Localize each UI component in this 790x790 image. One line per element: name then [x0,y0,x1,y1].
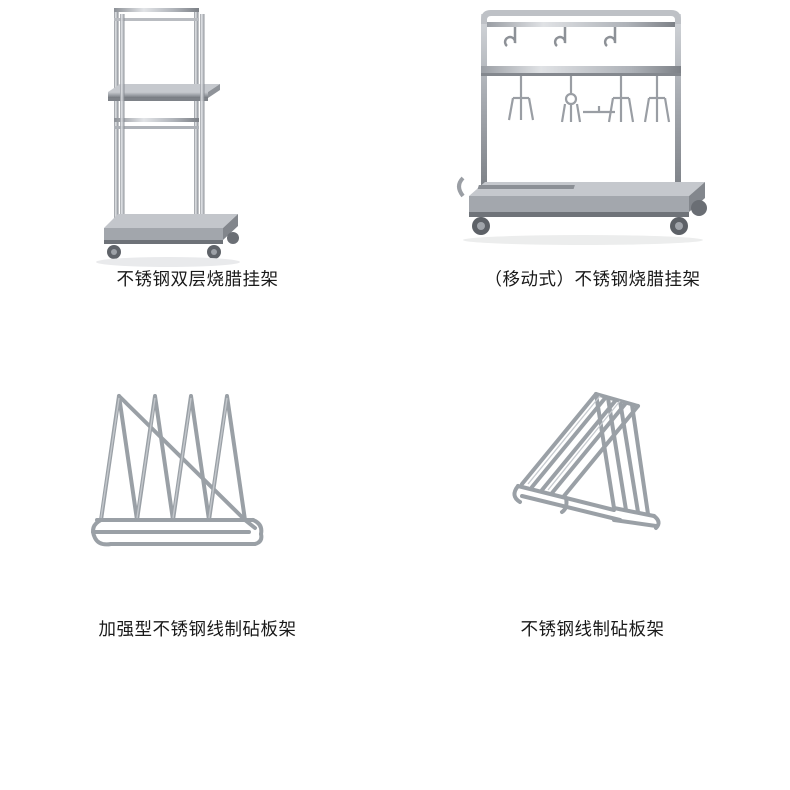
wire-cutting-board-rack-icon [512,392,661,530]
mobile-roast-hanging-rack-icon [456,10,707,245]
product-image-3 [0,360,395,590]
product-grid: 不锈钢双层烧腊挂架 [0,0,790,720]
product-cell-1: 不锈钢双层烧腊挂架 [0,0,395,360]
product-caption-3: 加强型不锈钢线制砧板架 [98,620,297,640]
product-caption-1: 不锈钢双层烧腊挂架 [116,270,279,290]
product-caption-2: （移动式）不锈钢烧腊挂架 [484,270,701,290]
product-cell-4: 不锈钢线制砧板架 [395,360,790,720]
product-image-1 [0,0,395,270]
reinforced-wire-cutting-board-rack-icon [90,394,263,547]
two-tier-roast-hanging-rack-icon [95,8,240,267]
product-image-4 [395,360,790,590]
product-cell-3: 加强型不锈钢线制砧板架 [0,360,395,720]
product-image-2 [395,0,790,270]
product-cell-2: （移动式）不锈钢烧腊挂架 [395,0,790,360]
product-caption-4: 不锈钢线制砧板架 [520,620,665,640]
